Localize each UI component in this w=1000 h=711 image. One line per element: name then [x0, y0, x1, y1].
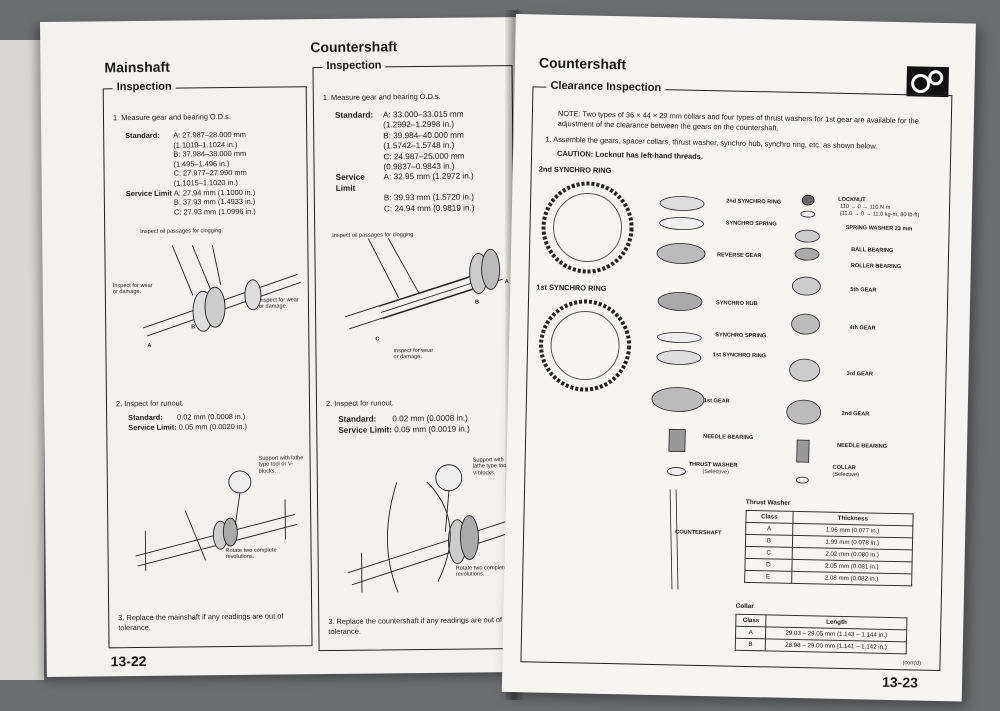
- right-page-title: Countershaft: [538, 54, 627, 73]
- countershaft-step3: 3. Replace the countershaft if any readi…: [328, 615, 503, 636]
- part-needle-bearing-right: NEEDLE BEARING: [836, 442, 888, 450]
- countershaft-diagram: [344, 238, 503, 330]
- right-page-number: 13-23: [881, 673, 919, 691]
- mainshaft-inspection-heading: Inspection: [112, 80, 176, 94]
- countershaft-standard-b-in: (1.5742–1.5748 in.): [383, 140, 455, 151]
- gears-icon: [906, 66, 949, 98]
- mainshaft-runout-standard-label: Standard:: [128, 412, 163, 423]
- countershaft-runout-diagram: [347, 464, 510, 593]
- mainshaft-runout-service: Service Limit: 0.05 mm (0.0020 in.): [128, 422, 247, 433]
- thrust-washer-title: Thrust Washer: [745, 498, 791, 507]
- collar-header-class: Class: [735, 614, 767, 627]
- countershaft-right-stack: [786, 194, 822, 484]
- part-ball-bearing: BALL BEARING: [851, 247, 894, 254]
- mainshaft-service-c: C: 27.93 mm (1.0996 in.): [173, 206, 256, 217]
- countershaft-title: Countershaft: [310, 38, 398, 56]
- countershaft-wear-note: Inspect for wear or damage.: [393, 347, 434, 361]
- countershaft-left-stack: [651, 196, 706, 590]
- part-spring-washer: SPRING WASHER 23 mm: [845, 224, 913, 233]
- collar-class: A: [735, 626, 767, 639]
- countershaft-service-a: A: 32.95 mm (1.2972 in.): [383, 171, 474, 182]
- ring1-title: 1st SYNCHRO RING: [536, 282, 607, 293]
- ring1-drawing: [539, 299, 632, 392]
- collar-title: Collar: [735, 602, 754, 611]
- left-page: Mainshaft Countershaft Inspection 1. Mea…: [40, 16, 525, 677]
- part-3rd-gear: 3rd GEAR: [846, 371, 874, 378]
- mainshaft-standard-b-in: (1.495–1.496 in.): [173, 158, 230, 169]
- part-locknut: LOCKNUT: [838, 196, 866, 204]
- mainshaft-standard-label: Standard:: [125, 130, 160, 141]
- left-page-number: 13-22: [110, 652, 147, 670]
- mainshaft-step3: 3. Replace the mainshaft if any readings…: [118, 611, 284, 632]
- countershaft-inspection-heading: Inspection: [322, 59, 386, 73]
- part-1st-gear: 1st GEAR: [703, 398, 730, 405]
- countershaft-runout-standard-label: Standard:: [338, 414, 377, 424]
- mainshaft-step2: 2. Inspect for runout.: [115, 398, 184, 409]
- part-collar-selective: (Selective): [832, 471, 859, 479]
- thrust-washer-class: C: [745, 546, 793, 560]
- countershaft-service-c: C: 24.94 mm (0.9819 in.): [383, 203, 475, 214]
- countershaft-runout-service: Service Limit: 0.05 mm (0.0019 in.): [338, 425, 470, 436]
- part-2nd-gear: 2nd GEAR: [841, 410, 870, 418]
- part-reverse-gear: REVERSE GEAR: [716, 252, 762, 260]
- part-1st-synchro-ring: 1st SYNCHRO RING: [712, 352, 767, 360]
- thrust-washer-thickness: 2.08 mm (0.082 in.): [791, 571, 912, 586]
- part-4th-gear: 4th GEAR: [849, 325, 876, 332]
- collar-length: 28.98 – 29.00 mm (1.141 – 1.142 in.): [765, 638, 907, 654]
- part-countershaft: COUNTERSHAFT: [675, 529, 722, 537]
- mainshaft-specs: Standard:A: 27.987–28.000 mm (1.1019–1.1…: [125, 129, 306, 217]
- thrust-washer-class: E: [744, 570, 792, 584]
- part-synchro-hub: SYNCHRO HUB: [715, 300, 758, 308]
- thrust-washer-class: B: [745, 534, 793, 548]
- mainshaft-runout-service-value: 0.05 mm (0.0020 in.): [178, 421, 248, 432]
- mainshaft-service-label: Service Limit: [125, 188, 172, 198]
- countershaft-standard-a-in: (1.2992–1.2998 in.): [383, 120, 455, 130]
- ring2-title: 2nd SYNCHRO RING: [538, 164, 612, 176]
- ring2-drawing: [541, 181, 634, 274]
- part-thrust-washer-selective: (Selective): [702, 469, 729, 476]
- part-thrust-washer: THRUST WASHER: [688, 461, 738, 469]
- thrust-washer-class: D: [744, 558, 792, 572]
- collar-class: B: [735, 638, 766, 651]
- thrust-washer-header-class: Class: [745, 510, 793, 524]
- clearance-inspection-heading: Clearance Inspection: [546, 79, 666, 95]
- countershaft-runout-standard: Standard: 0.02 mm (0.0008 in.): [338, 414, 468, 425]
- mainshaft-diagram: [143, 245, 301, 337]
- countershaft-step1: 1. Measure gear and bearing O.D.s.: [322, 91, 441, 103]
- mainshaft-step1: 1. Measure gear and bearing O.D.s.: [112, 112, 231, 123]
- countershaft-standard-label: Standard:: [334, 110, 374, 120]
- countershaft-runout-standard-value: 0.02 mm (0.0008 in.): [392, 413, 468, 424]
- part-5th-gear: 5th GEAR: [850, 287, 877, 294]
- mainshaft-runout-service-label: Service Limit:: [128, 422, 177, 433]
- countershaft-service-label: Service Limit: [335, 173, 365, 193]
- part-needle-bearing-left: NEEDLE BEARING: [703, 434, 754, 442]
- mainshaft-runout-standard-value: 0.02 mm (0.0008 in.): [176, 411, 246, 422]
- mainshaft-runout-diagram: [135, 470, 298, 571]
- gears-icon-graphic: [911, 70, 944, 93]
- right-page: Countershaft Clearance Inspection NOTE: …: [501, 14, 976, 702]
- mainshaft-title: Mainshaft: [104, 58, 170, 76]
- mainshaft-standard-b: B: 37.984–38.000 mm: [173, 149, 247, 159]
- countershaft-standard-c-in: (0.9837–0.9843 in.): [383, 161, 455, 172]
- left-page-edge: [0, 40, 44, 680]
- countershaft-step2: 2. Inspect for runout.: [325, 398, 394, 409]
- part-2nd-synchro-ring: 2nd SYNCHRO RING: [726, 198, 782, 206]
- continued-note: (cont'd): [902, 660, 922, 667]
- part-synchro-spring-upper: SYNCHRO SPRING: [725, 220, 777, 228]
- part-collar: COLLAR: [832, 464, 856, 472]
- part-roller-bearing: ROLLER BEARING: [850, 263, 902, 271]
- thrust-washer-class: A: [745, 522, 793, 536]
- countershaft-runout-service-label: Service Limit:: [338, 425, 393, 435]
- countershaft-specs: Standard:A: 33.000–33.015 mm (1.2992–1.2…: [335, 109, 512, 215]
- part-synchro-spring-lower: SYNCHRO SPRING: [715, 332, 767, 340]
- countershaft-runout-service-value: 0.05 mm (0.0019 in.): [394, 424, 470, 435]
